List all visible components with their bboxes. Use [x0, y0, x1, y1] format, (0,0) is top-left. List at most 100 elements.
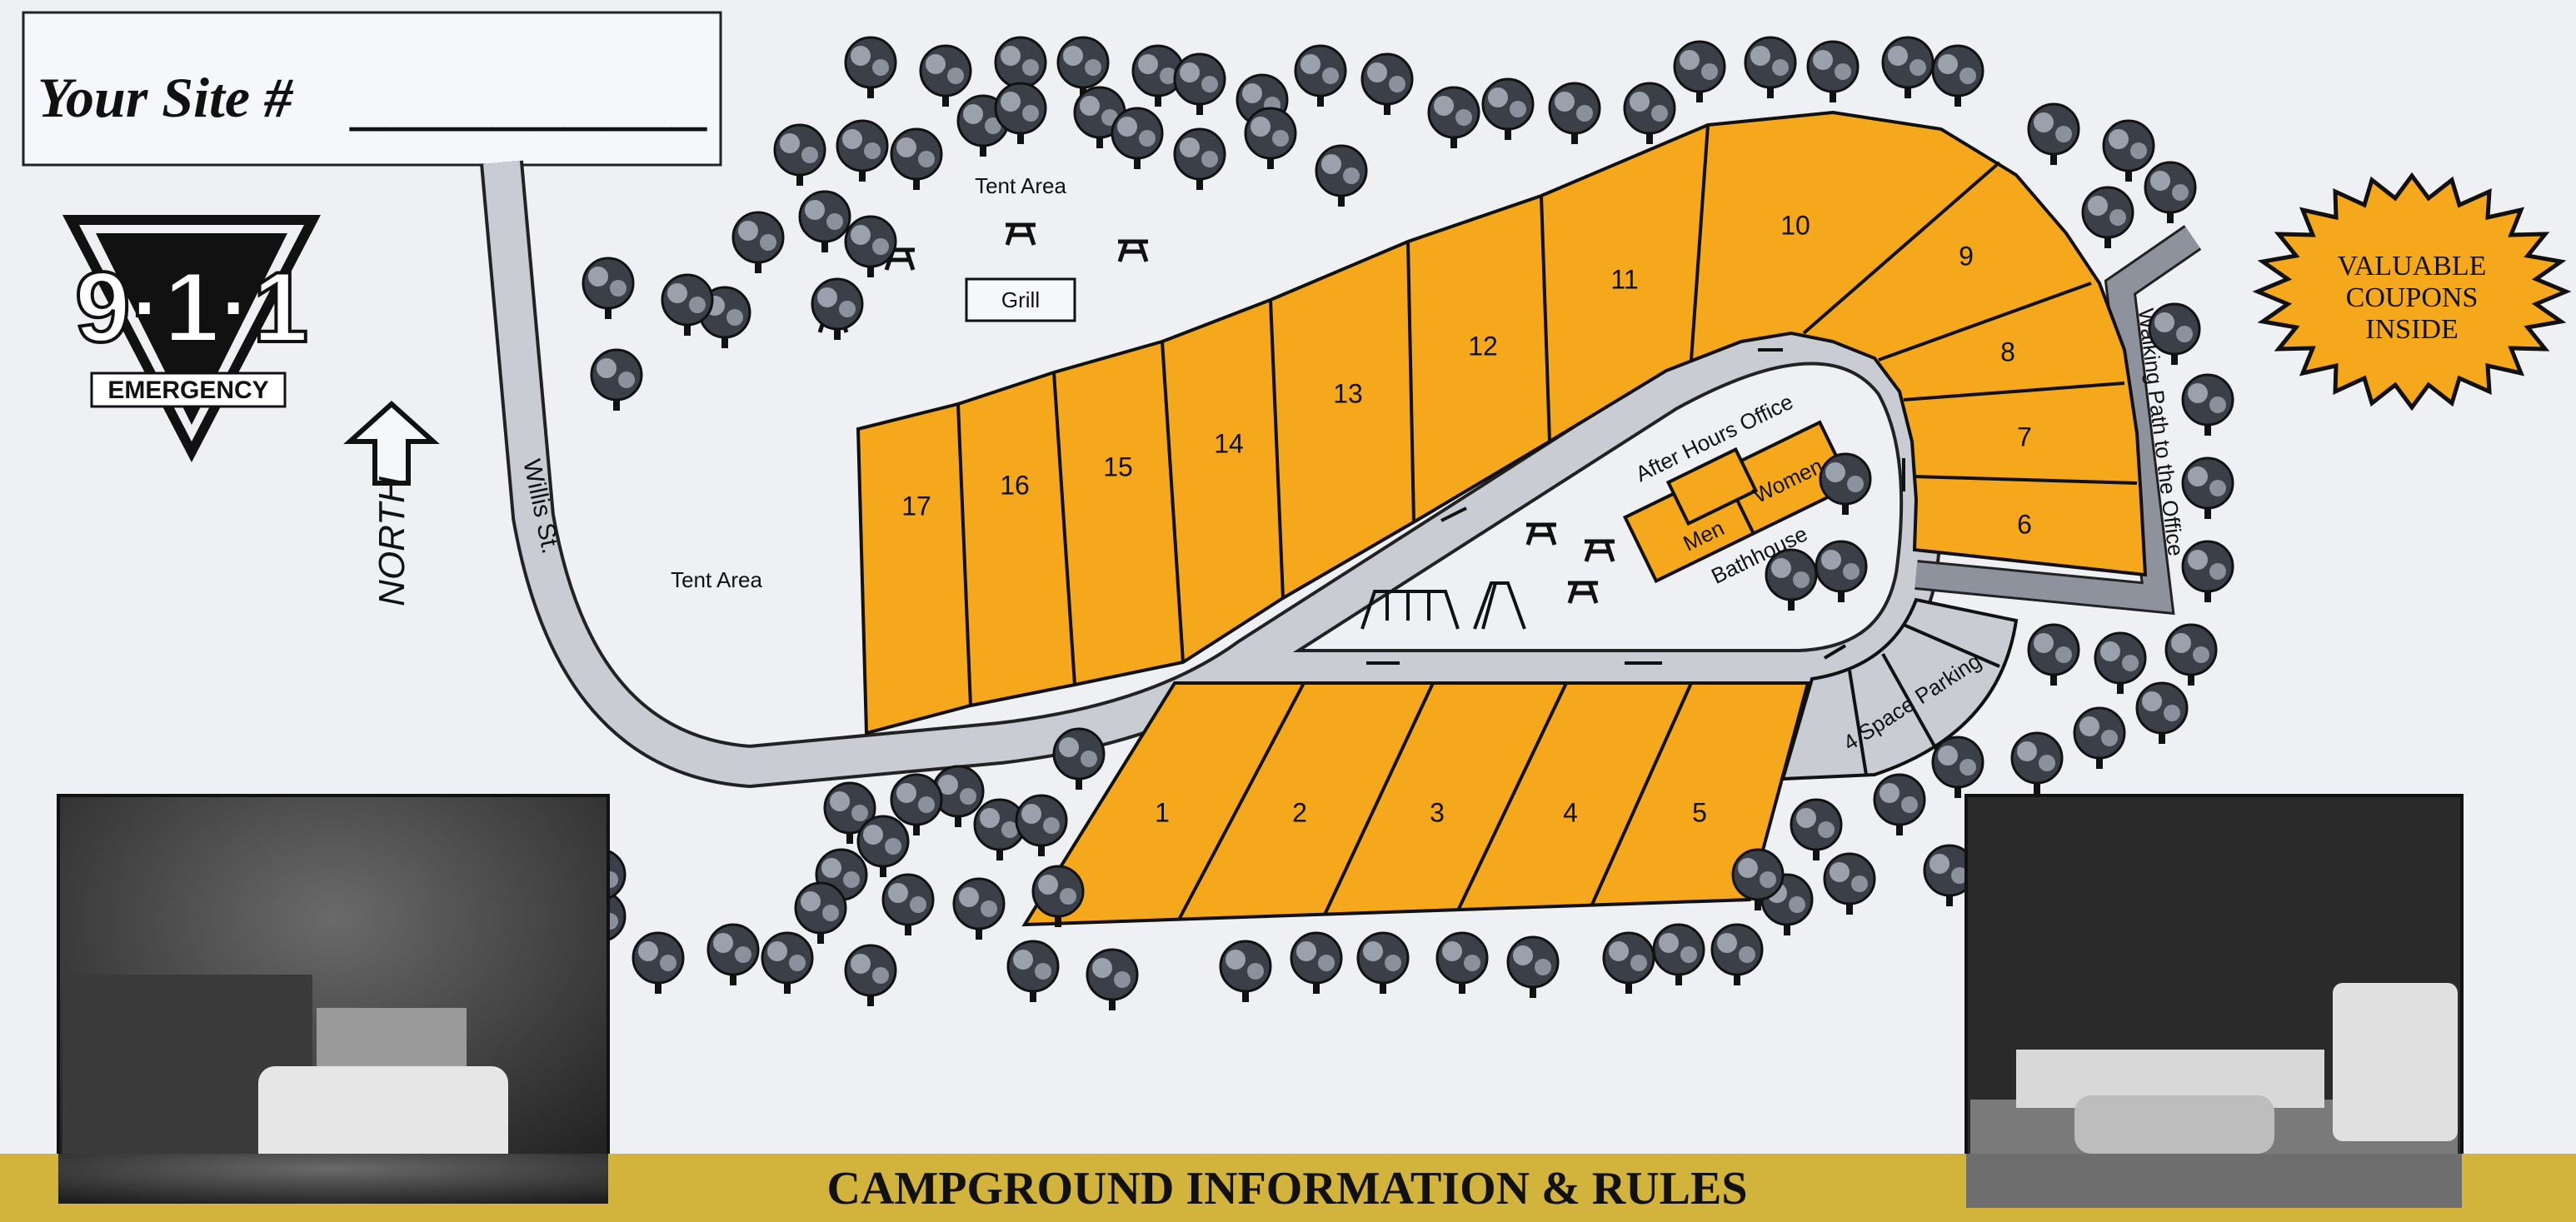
tree-icon — [836, 119, 889, 182]
site-2[interactable]: 2 — [1292, 797, 1307, 827]
tent-area-left-label: Tent Area — [671, 567, 762, 592]
tree-icon — [1356, 931, 1410, 994]
emergency-911-logo: 9·1·1 EMERGENCY — [62, 215, 321, 462]
tree-icon — [1731, 848, 1785, 910]
site-4[interactable]: 4 — [1563, 797, 1578, 827]
tree-icon — [1073, 86, 1126, 148]
tree-icon — [1765, 548, 1818, 611]
tree-icon — [1823, 852, 1876, 915]
site-15[interactable]: 15 — [1103, 451, 1133, 481]
tree-icon — [1602, 931, 1655, 994]
tree-icon — [952, 877, 1006, 940]
tree-icon — [994, 82, 1047, 144]
tree-icon — [1315, 144, 1368, 207]
tree-icon — [2094, 631, 2147, 694]
direction-arrows — [1366, 348, 1905, 665]
tree-icon — [1219, 940, 1272, 1002]
after-hours-office — [1665, 446, 1759, 526]
roads: Willis St. — [480, 160, 1944, 788]
site-8[interactable]: 8 — [2000, 337, 2015, 367]
tree-icon — [1031, 865, 1085, 927]
tree-icon — [1131, 44, 1185, 107]
site-16[interactable]: 16 — [1000, 470, 1030, 500]
coupons-badge[interactable]: VALUABLE COUPONS INSIDE — [2252, 172, 2572, 411]
site-17[interactable]: 17 — [901, 491, 931, 521]
tree-icon — [890, 773, 943, 835]
tree-icon — [632, 931, 685, 994]
photo-right — [1964, 794, 2464, 1210]
tree-icon — [1744, 36, 1797, 98]
tent-area-top-label: Tent Area — [975, 173, 1066, 198]
tree-icon — [856, 815, 910, 877]
picnic-table-icon — [1117, 239, 1149, 262]
tree-icon — [2164, 623, 2218, 686]
site-5[interactable]: 5 — [1692, 797, 1707, 827]
site-number-blank[interactable]: __________ — [349, 72, 708, 136]
sites-top-area — [856, 110, 2148, 736]
tree-icon — [844, 944, 897, 1006]
site-7[interactable]: 7 — [2017, 421, 2032, 451]
tree-icon — [1548, 82, 1601, 144]
site-row-bottom — [1021, 681, 1810, 927]
picnic-table-icon — [884, 247, 916, 271]
tree-icon — [844, 36, 897, 98]
svg-text:9·1·1: 9·1·1 — [75, 252, 308, 363]
site-dividers — [956, 124, 2138, 706]
rules-banner: CAMPGROUND INFORMATION & RULES — [0, 1154, 2576, 1222]
tree-icon — [2148, 302, 2201, 365]
site-13[interactable]: 13 — [1333, 378, 1363, 408]
tree-icon — [994, 36, 1047, 98]
tree-icon — [2144, 161, 2197, 223]
tree-icon — [1435, 931, 1489, 994]
site-9[interactable]: 9 — [1959, 241, 1974, 271]
site-3[interactable]: 3 — [1430, 797, 1445, 827]
svg-text:EMERGENCY: EMERGENCY — [107, 377, 268, 404]
tree-icon — [2081, 186, 2134, 248]
site-1[interactable]: 1 — [1155, 797, 1170, 827]
tree-icon — [844, 215, 897, 277]
site-12[interactable]: 12 — [1468, 331, 1498, 361]
tree-icon — [582, 257, 635, 319]
tree-icon — [881, 873, 935, 935]
tree-icon — [1506, 935, 1560, 998]
north-compass: NORTH — [343, 400, 440, 606]
grill: Grill — [965, 277, 1076, 322]
tree-icon — [794, 881, 847, 944]
site-numbers: 1 2 3 4 5 6 7 8 9 10 11 12 13 14 15 16 1… — [901, 210, 2032, 827]
picnic-table-icon — [1005, 222, 1036, 246]
tree-icon — [2027, 623, 2080, 686]
picnic-table-icon — [1567, 581, 1599, 604]
picnic-table-icon — [1525, 522, 1557, 546]
site-6[interactable]: 6 — [2017, 509, 2032, 539]
tree-icon — [2181, 373, 2234, 436]
tree-icon — [2135, 681, 2189, 744]
site-14[interactable]: 14 — [1214, 428, 1244, 458]
banner-title: CAMPGROUND INFORMATION & RULES — [827, 1163, 1748, 1215]
tree-icon — [1173, 127, 1226, 190]
tree-icon — [919, 44, 972, 107]
trees — [573, 36, 2234, 1010]
tree-icon — [1923, 844, 1976, 906]
tree-icon — [1881, 36, 1934, 98]
tree-icon — [1931, 44, 1984, 107]
tree-icon — [1111, 107, 1164, 169]
tree-icon — [1481, 77, 1535, 140]
your-site-label: Your Site # — [37, 66, 294, 129]
site-10[interactable]: 10 — [1780, 210, 1810, 240]
tree-icon — [2181, 456, 2234, 519]
tree-icon — [1086, 948, 1139, 1010]
tree-icon — [2102, 119, 2155, 182]
tree-icon — [1015, 794, 1068, 856]
tree-icon — [1056, 36, 1110, 98]
playground-icon — [1360, 581, 1526, 630]
tree-icon — [773, 123, 826, 186]
tree-icon — [2010, 731, 2064, 794]
your-site-box: Your Site # __________ — [22, 11, 722, 167]
svg-text:Grill: Grill — [1001, 287, 1040, 312]
svg-text:INSIDE: INSIDE — [2365, 314, 2458, 345]
tree-icon — [1806, 40, 1860, 102]
site-11[interactable]: 11 — [1610, 264, 1638, 294]
tree-icon — [1931, 736, 1984, 798]
